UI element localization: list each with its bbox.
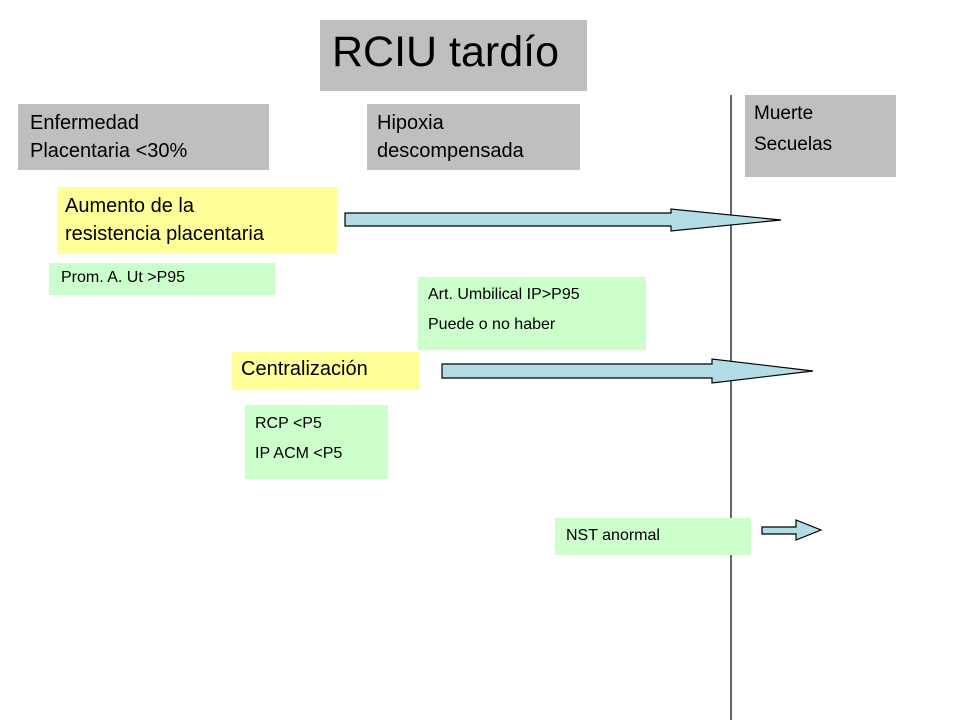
arrow-centralization: [441, 358, 814, 384]
stage-enfermedad-line-2: Placentaria <30%: [30, 140, 188, 162]
outcome-muerte: Muerte: [754, 103, 814, 124]
outcome-secuelas: Secuelas: [754, 134, 833, 155]
rcp-line-2: IP ACM <P5: [255, 445, 343, 462]
node-centralizacion: Centralización: [232, 352, 419, 390]
node-prom-a-ut: Prom. A. Ut >P95: [49, 263, 275, 295]
node-nst-anormal: NST anormal: [555, 518, 751, 555]
art-line-1: Art. Umbilical IP>P95: [428, 286, 580, 303]
nst-text: NST anormal: [566, 527, 660, 544]
arrow-nst: [761, 519, 823, 541]
arrow-resistance: [344, 208, 782, 232]
centralizacion-text: Centralización: [241, 358, 368, 380]
page-title: RCIU tardío: [320, 20, 587, 91]
node-rcp-ip-acm: RCP <P5 IP ACM <P5: [245, 405, 388, 479]
stage-hipoxia-line-1: Hipoxia: [377, 112, 444, 134]
stage-enfermedad-placentaria: Enfermedad Placentaria <30%: [18, 104, 269, 170]
aumento-line-1: Aumento de la: [65, 195, 194, 217]
stage-enfermedad-line-1: Enfermedad: [30, 112, 139, 134]
stage-hipoxia-line-2: descompensada: [377, 140, 524, 162]
title-text: RCIU tardío: [332, 28, 560, 76]
node-aumento-resistencia: Aumento de la resistencia placentaria: [57, 187, 337, 254]
prom-text: Prom. A. Ut >P95: [61, 269, 186, 286]
rcp-line-1: RCP <P5: [255, 415, 322, 432]
node-art-umbilical: Art. Umbilical IP>P95 Puede o no haber: [418, 277, 646, 350]
art-line-2: Puede o no haber: [428, 316, 556, 333]
stage-hipoxia-descompensada: Hipoxia descompensada: [367, 104, 580, 170]
aumento-line-2: resistencia placentaria: [65, 223, 264, 245]
stage-outcome: Muerte Secuelas: [745, 95, 896, 177]
